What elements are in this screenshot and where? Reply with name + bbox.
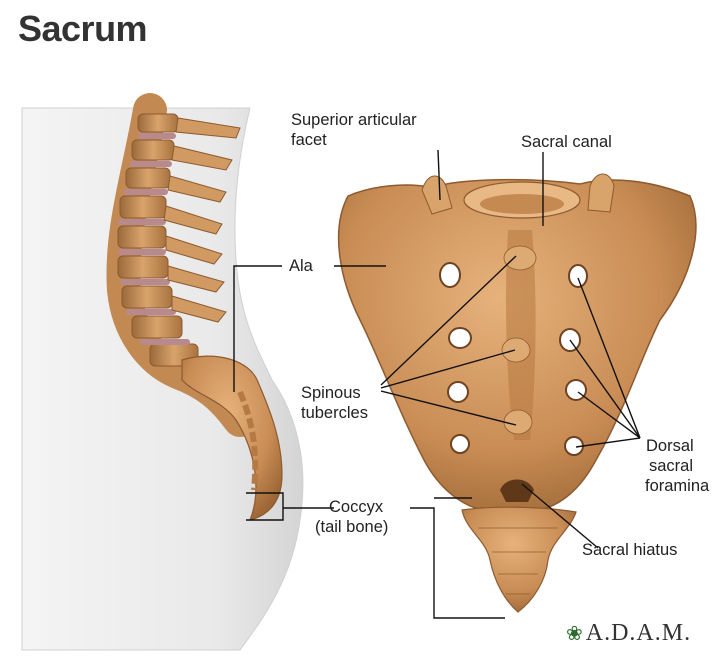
dorsal-foramina xyxy=(439,262,588,456)
label-ala: Ala xyxy=(289,257,313,275)
adam-logo: ❀A.D.A.M. xyxy=(566,620,691,647)
label-coccyx: Coccyx (tail bone) xyxy=(315,498,389,536)
spinous-processes xyxy=(163,117,241,323)
page-title: Sacrum xyxy=(18,8,148,49)
posterior-sacrum xyxy=(337,173,697,613)
label-sacral-canal: Sacral canal xyxy=(521,133,612,151)
vertebral-bodies xyxy=(117,113,199,367)
intervertebral-discs xyxy=(118,133,190,345)
posterior-coccyx xyxy=(461,506,577,613)
leaf-icon: ❀ xyxy=(566,623,584,645)
leader-lines xyxy=(233,149,641,619)
side-view-spine xyxy=(106,93,283,521)
label-sacral-hiatus: Sacral hiatus xyxy=(582,541,678,559)
label-superior-articular-facet: Superior articular facet xyxy=(291,111,417,149)
label-dorsal-sacral-foramina: Dorsal sacral foramina xyxy=(645,437,710,495)
adam-logo-text: A.D.A.M. xyxy=(585,620,692,646)
label-spinous-tubercles: Spinous tubercles xyxy=(301,384,368,422)
